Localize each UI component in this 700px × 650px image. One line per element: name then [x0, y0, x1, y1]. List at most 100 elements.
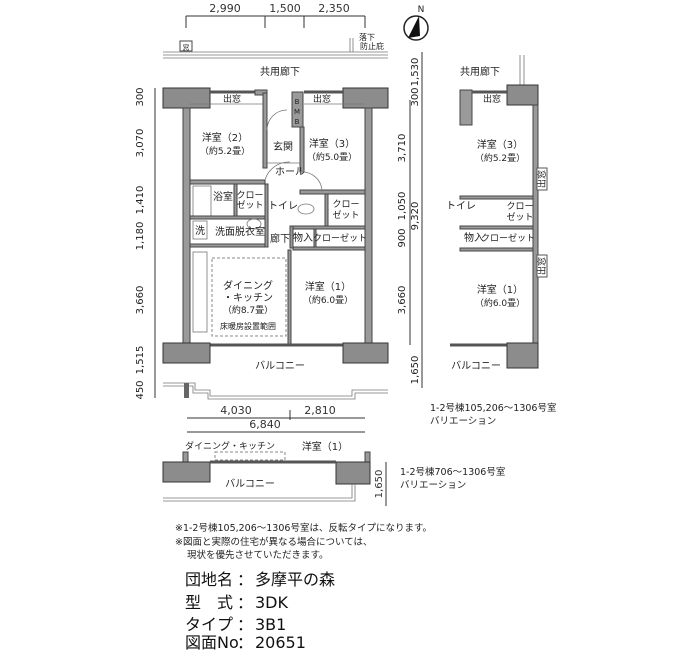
washroom-label: 洗面脱衣室 — [215, 225, 265, 238]
bath-label: 浴室 — [213, 190, 233, 203]
label-labels-bay_window: 出窓 — [483, 93, 501, 105]
label-compass: N — [418, 5, 425, 15]
label-labels-mb-2: B — [295, 118, 300, 126]
label-labels-fall_prevention-1: 防止庇 — [360, 41, 384, 51]
room3-label: 洋室（3） — [309, 137, 355, 150]
label-labels-bay_window: 出窓 — [223, 93, 241, 105]
label-labels-closet_small-1: ゼット — [332, 209, 359, 221]
bottom-dimensions: 4,030 2,810 6,840 — [187, 404, 365, 433]
label-dimensions-left-0: 300 — [135, 87, 146, 106]
label-dimensions-bottom-2: 6,840 — [249, 418, 281, 431]
label-dimensions-right-7: 1,650 — [410, 356, 421, 385]
corridor: 窓 落下 防止庇 共用廊下 共用廊下 — [163, 32, 525, 85]
label-notes-2: 現状を優先させていただきます。 — [187, 549, 329, 561]
label-labels-mb-1: M — [294, 108, 300, 116]
label-labels-room2-1: （約5.2畳） — [200, 145, 250, 157]
label-labels-washer: 洗 — [195, 225, 205, 237]
label-labels-storage: 物入 — [464, 231, 484, 244]
room2-label: 洋室（2） — [202, 131, 248, 144]
label-dimensions-bottom-0: 4,030 — [220, 404, 252, 417]
label-info-2-label: タイプ — [185, 615, 233, 634]
closet-label: クローゼット — [313, 232, 367, 244]
label-labels-balcony: バルコニー — [225, 478, 275, 490]
label-variation1-room3-1: （約5.2畳） — [475, 152, 525, 164]
label-labels-fall_prevention-0: 落下 — [359, 32, 375, 42]
label-variation2-dk: ダイニング・キッチン — [185, 440, 275, 452]
right-dimensions: 1,530 300 3,710 1,050 9,320 900 3,660 1,… — [397, 52, 423, 388]
label-dimensions-right-2: 3,710 — [397, 134, 408, 163]
left-dimensions: 300 3,070 1,410 1,180 3,660 1,515 450 — [135, 87, 156, 400]
label-dimensions-left-2: 1,410 — [135, 186, 146, 215]
hallway-label: 廊下 — [270, 232, 290, 245]
floor-heating-label: 床暖房設置範囲 — [220, 321, 276, 331]
label-variation1-room1-0: 洋室（1） — [477, 283, 523, 296]
label-variation1-room1-1: （約6.0畳） — [475, 297, 525, 309]
label-info-0-label: 団地名 — [185, 570, 233, 589]
dim-top-1: 2,990 — [209, 2, 241, 15]
dim-top-2: 1,500 — [269, 2, 301, 15]
label-notes-1: ※図面と実際の住宅が異なる場合については、 — [175, 536, 373, 548]
label-dimensions-right-1: 300 — [410, 87, 421, 106]
label-labels-closet_small-0: クロー — [506, 201, 533, 212]
label-variation2-room1: 洋室（1） — [302, 440, 348, 453]
label-dimensions-left-1: 3,070 — [135, 129, 146, 158]
label-dimensions-right-0: 1,530 — [410, 58, 421, 87]
label-dimensions-right-3: 1,050 — [397, 192, 408, 221]
label-info-3-label: 図面No — [185, 633, 239, 650]
common-corridor-label-v1: 共用廊下 — [460, 65, 500, 78]
label-dimensions-bottom-1: 2,810 — [304, 404, 336, 417]
label-labels-closet: クローゼット — [481, 232, 535, 244]
label-dimensions-left-6: 450 — [135, 380, 146, 399]
label-dimensions-right-6: 3,660 — [397, 286, 408, 315]
main-unit: B M B 出窓 出窓 洋室（2） （約5.2畳） 玄関 洋室（3） （約5.0… — [162, 87, 389, 400]
label-labels-bay_window: 出窓 — [536, 170, 548, 188]
label-variation1-caption-1: バリエーション — [430, 416, 496, 427]
label-dimensions-left-3: 1,180 — [135, 222, 146, 251]
svg-text:：: ： — [237, 570, 253, 589]
common-corridor-label: 共用廊下 — [260, 65, 300, 78]
window-label: 窓 — [183, 43, 190, 52]
label-labels-closet_small-0: クロー — [236, 190, 263, 201]
unit-model: 3DK — [255, 593, 289, 612]
label-info-1-label: 型 式 — [185, 593, 233, 612]
variation-1-plan: 出窓 洋室（3） （約5.2畳） 出窓 トイレ クロー ゼット 物入 クローゼッ… — [430, 84, 556, 427]
label-dimensions-right-5: 900 — [397, 228, 408, 247]
label-labels-dk-2: （約8.7畳） — [223, 304, 273, 316]
drawing-number: 20651 — [255, 633, 306, 650]
dk-label: ダイニング — [223, 279, 273, 292]
variation-2-plan: ダイニング・キッチン 洋室（1） バルコニー 1,650 1-2号棟706〜13… — [162, 440, 505, 506]
estate-name: 多摩平の森 — [255, 570, 335, 589]
room1-label: 洋室（1） — [305, 280, 351, 293]
balcony-label: バルコニー — [255, 360, 305, 372]
label-dimensions-left-5: 1,515 — [135, 346, 146, 375]
label-labels-room3-1: （約5.0畳） — [307, 151, 357, 163]
genkan-label: 玄関 — [273, 140, 293, 153]
svg-text:：: ： — [237, 633, 253, 650]
label-labels-dk-1: ・キッチン — [223, 292, 273, 304]
svg-text:：: ： — [237, 615, 253, 634]
label-dimensions-right-4: 9,320 — [410, 202, 421, 231]
label-labels-closet_small-1: ゼット — [506, 211, 533, 223]
variation-1-caption: 1-2号棟105,206〜1306号室 — [430, 402, 556, 414]
info-block: 団地名：多摩平の森 型 式：3DK タイプ：3B1 図面No：20651 — [185, 570, 335, 650]
storage-label: 物入 — [293, 231, 313, 244]
label-labels-toilet: トイレ — [446, 201, 476, 212]
label-dimensions-small_plan: 1,650 — [374, 470, 385, 499]
toilet-label: トイレ — [268, 201, 298, 212]
unit-type: 3B1 — [255, 615, 286, 634]
label-variation1-room3-0: 洋室（3） — [477, 138, 523, 151]
label-labels-closet_small-0: クロー — [332, 199, 359, 210]
label-labels-mb-0: B — [295, 98, 300, 106]
hall-label: ホール — [275, 166, 305, 178]
label-variation2-caption-1: バリエーション — [400, 480, 466, 491]
notes: ※1-2号棟105,206〜1306号室は、反転タイプになります。 ※図面と実際… — [175, 522, 432, 561]
label-labels-balcony: バルコニー — [451, 360, 501, 372]
top-dimensions: 2,990 1,500 2,350 — [185, 2, 366, 28]
label-labels-closet_small-1: ゼット — [236, 199, 263, 211]
dim-top-3: 2,350 — [318, 2, 350, 15]
svg-text:：: ： — [237, 593, 253, 612]
label-labels-room1-1: （約6.0畳） — [303, 294, 353, 306]
label-notes-0: ※1-2号棟105,206〜1306号室は、反転タイプになります。 — [175, 522, 432, 534]
label-labels-bay_window: 出窓 — [313, 93, 331, 105]
